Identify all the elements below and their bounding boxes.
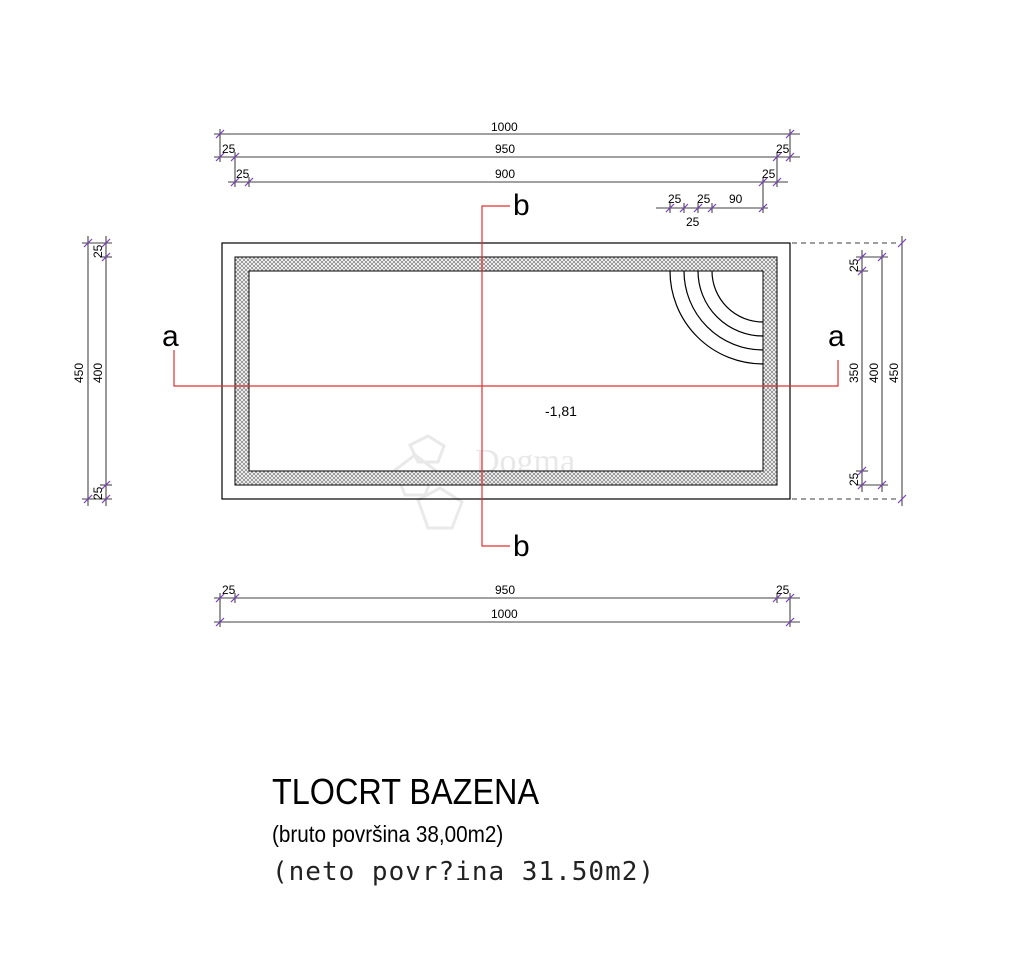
pool-stairs xyxy=(669,270,764,365)
pool-floor-plan: Dogma a a b b -1,81 xyxy=(72,120,907,627)
dim-right-inner: 400 xyxy=(867,363,881,383)
dim-bottom-edge-right: 25 xyxy=(776,583,790,597)
dim-stairs-d: 25 xyxy=(686,215,700,229)
dim-top-pool-edge-left: 25 xyxy=(236,167,250,181)
dim-stairs-a: 25 xyxy=(668,192,682,206)
dim-stairs-c: 90 xyxy=(729,192,743,206)
dim-right-pool: 350 xyxy=(847,363,861,383)
dim-top-pool-edge-right: 25 xyxy=(762,167,776,181)
net-area: (neto povr?ina 31.50m2) xyxy=(272,857,656,887)
section-label-b-top: b xyxy=(513,189,530,222)
dim-top-pool: 900 xyxy=(495,167,515,181)
dim-top-overall: 1000 xyxy=(491,120,518,134)
dim-right-edge-top: 25 xyxy=(847,258,861,272)
dimension-ticks-top xyxy=(215,129,795,213)
dimension-ticks-right xyxy=(857,238,907,504)
section-line-b xyxy=(481,205,510,547)
dim-right-edge-bottom: 25 xyxy=(847,472,861,486)
dim-left-inner: 400 xyxy=(91,363,105,383)
dim-top-edge-right: 25 xyxy=(776,142,790,156)
title-block: TLOCRT BAZENA (bruto površina 38,00m2) (… xyxy=(272,768,655,892)
section-line-a xyxy=(173,350,839,387)
dim-left-edge-top: 25 xyxy=(91,244,105,258)
dim-top-edge-left: 25 xyxy=(222,142,236,156)
gross-area: (bruto površina 38,00m2) xyxy=(272,821,504,847)
dim-left-edge-bottom: 25 xyxy=(91,486,105,500)
dim-bottom-overall: 1000 xyxy=(491,607,518,621)
dimension-ticks-bottom xyxy=(215,593,795,627)
dim-stairs-b: 25 xyxy=(697,192,711,206)
dimension-lines-left xyxy=(82,236,112,506)
dim-top-inner: 950 xyxy=(495,142,515,156)
drawing-title: TLOCRT BAZENA xyxy=(272,771,540,812)
section-label-a-left: a xyxy=(162,320,179,353)
section-label-a-right: a xyxy=(828,320,845,353)
dim-bottom-edge-left: 25 xyxy=(222,583,236,597)
dimension-ticks-left xyxy=(83,238,111,504)
pool-depth-elevation: -1,81 xyxy=(545,403,577,419)
dim-right-overall: 450 xyxy=(887,363,901,383)
dimension-extension-lines-right xyxy=(792,242,900,500)
pool-outer-edge xyxy=(221,242,791,500)
pool-wall-hatch xyxy=(234,256,778,486)
section-label-b-bottom: b xyxy=(513,530,530,563)
dim-left-overall: 450 xyxy=(72,363,86,383)
dim-bottom-inner: 950 xyxy=(495,583,515,597)
